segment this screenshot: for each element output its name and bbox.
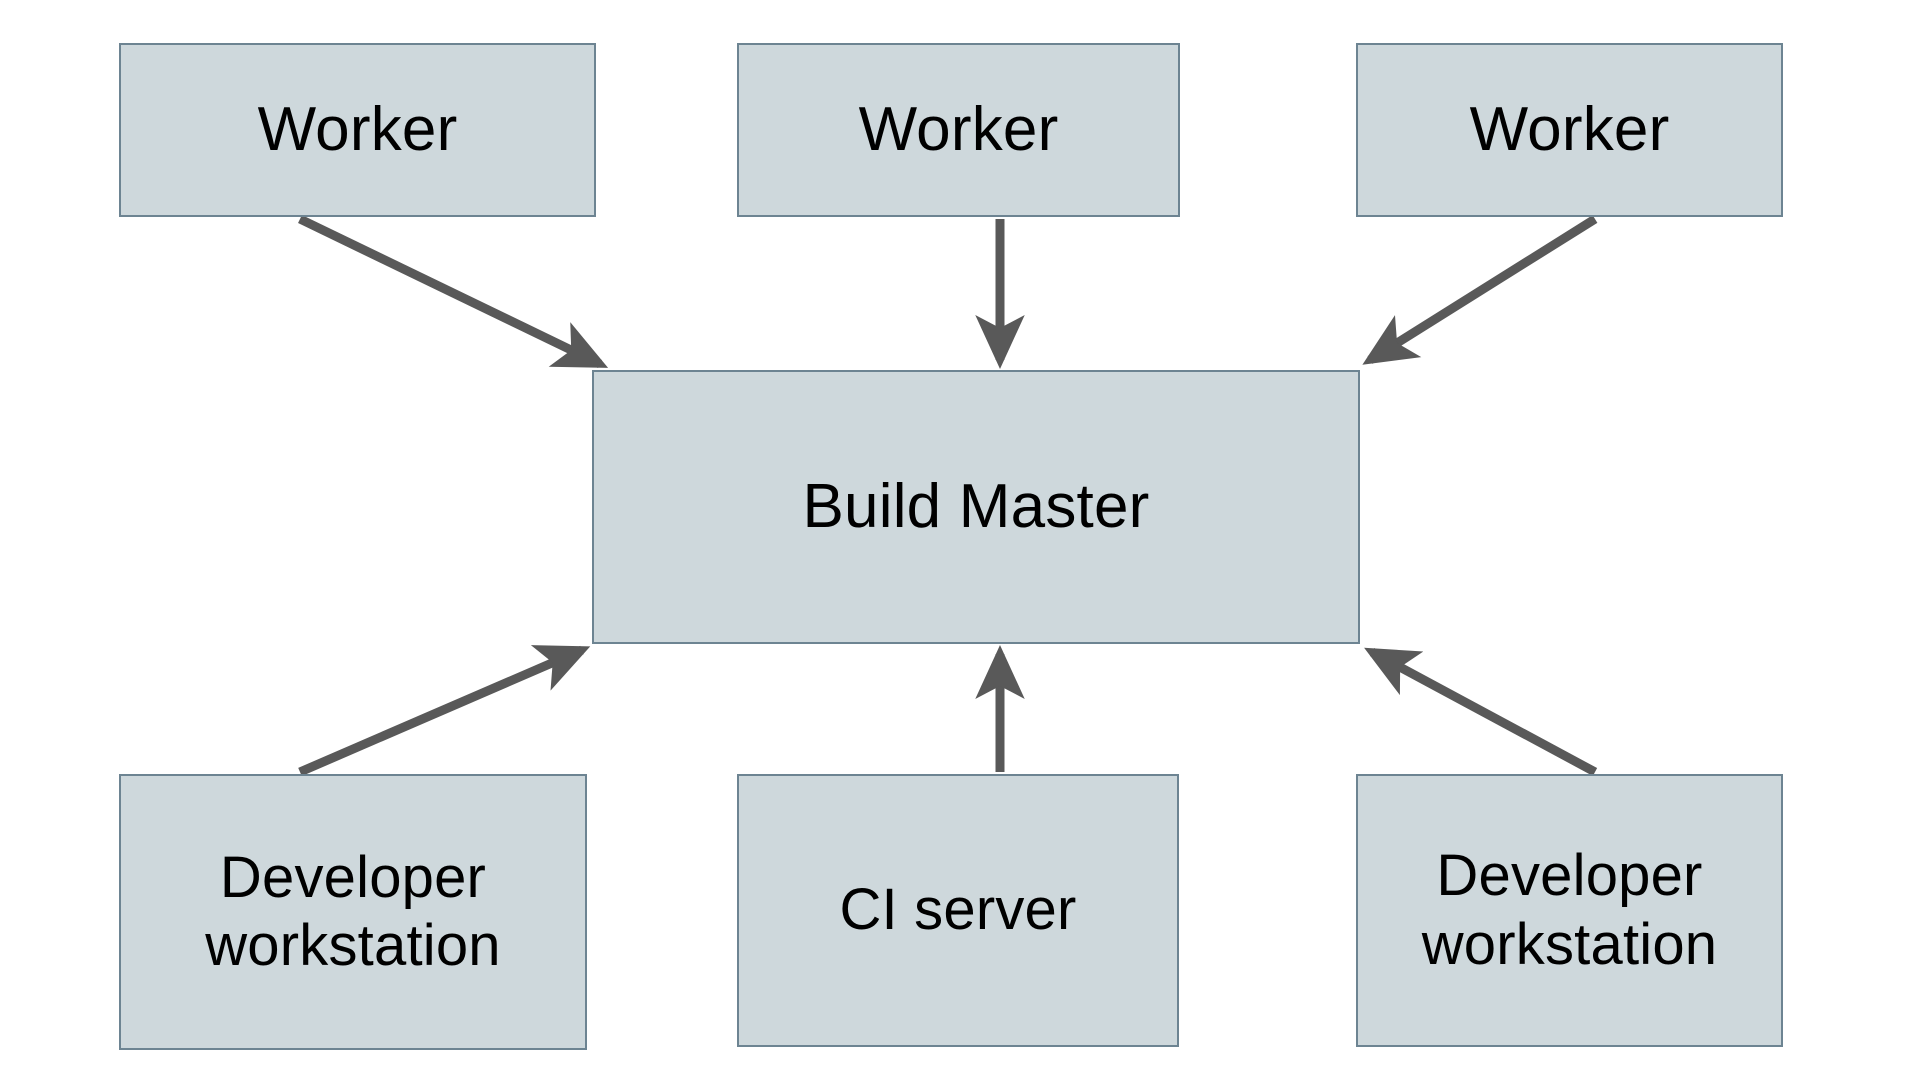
node-worker-3-label: Worker — [1469, 95, 1670, 165]
edge-worker-3-to-build-master — [1362, 215, 1598, 365]
node-worker-2-label: Worker — [858, 95, 1059, 165]
node-dev-ws-right-label: Developer workstation — [1421, 843, 1718, 977]
node-build-master[interactable]: Build Master — [592, 370, 1360, 644]
node-worker-1-label: Worker — [257, 95, 458, 165]
edge-dev-ws-right-to-build-master — [1364, 647, 1598, 776]
node-worker-3[interactable]: Worker — [1356, 43, 1783, 217]
edge-dev-ws-left-to-build-master — [298, 645, 591, 777]
node-worker-1[interactable]: Worker — [119, 43, 596, 217]
node-ci-server-label: CI server — [839, 877, 1077, 943]
node-dev-ws-left[interactable]: Developer workstation — [119, 774, 587, 1050]
edge-worker-1-to-build-master — [298, 214, 609, 369]
node-worker-2[interactable]: Worker — [737, 43, 1180, 217]
node-ci-server[interactable]: CI server — [737, 774, 1179, 1047]
node-dev-ws-right[interactable]: Developer workstation — [1356, 774, 1783, 1047]
node-dev-ws-left-label: Developer workstation — [205, 844, 501, 978]
node-build-master-label: Build Master — [802, 472, 1150, 542]
